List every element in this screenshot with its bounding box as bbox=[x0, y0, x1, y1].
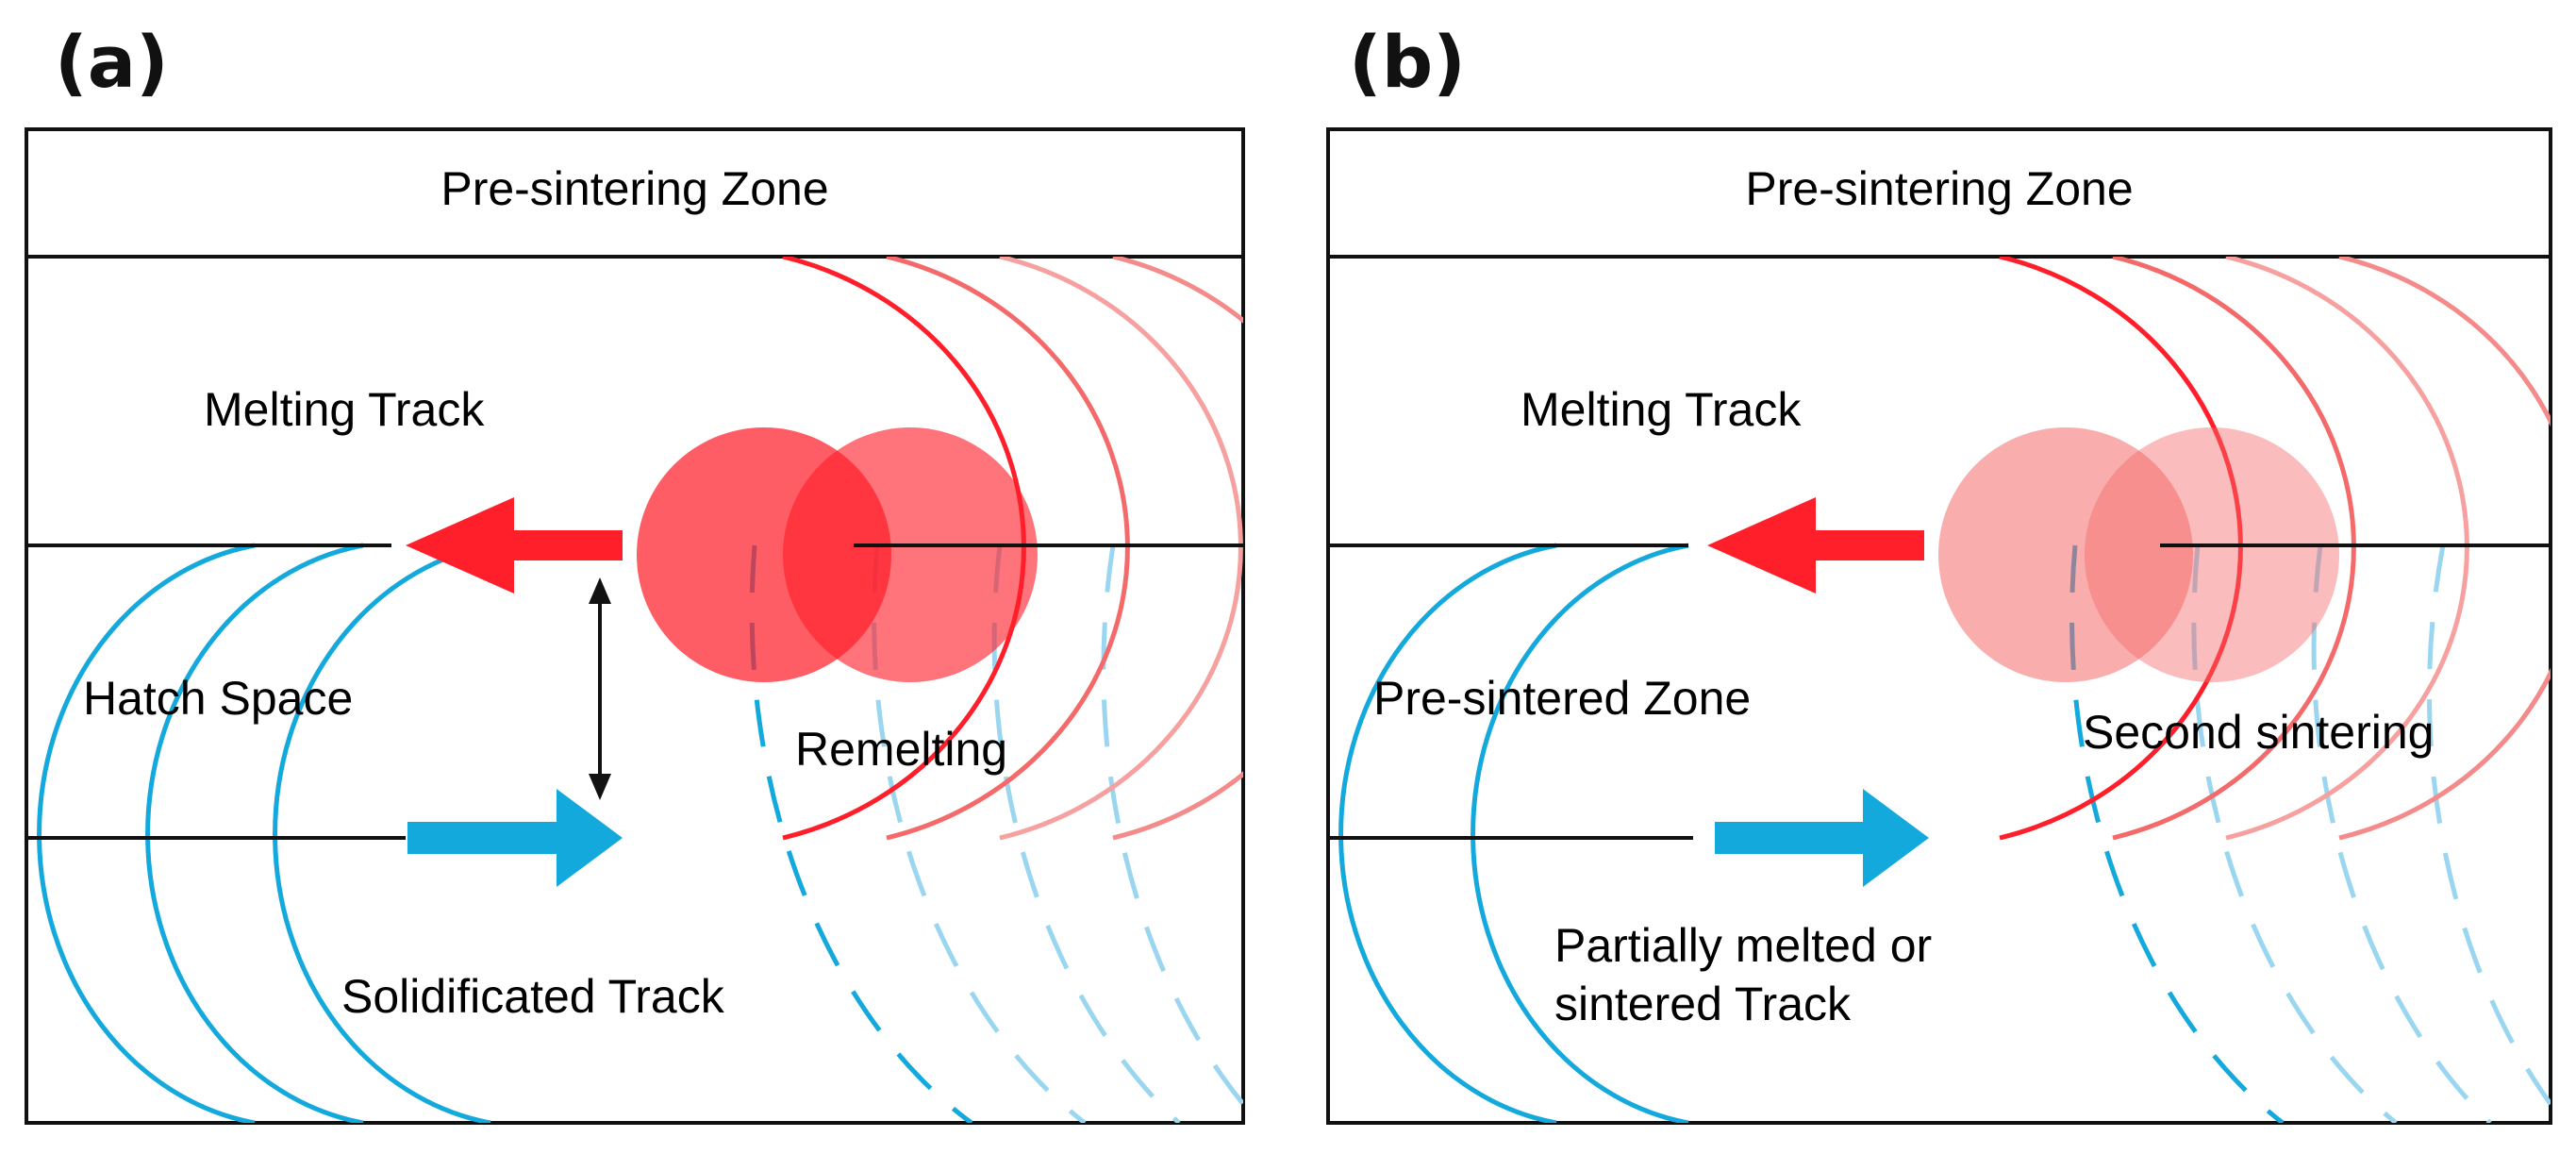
hatch-space-arrow-icon bbox=[589, 577, 611, 800]
scan-direction-arrow-b-icon bbox=[1715, 789, 1929, 887]
panel-b-partial-track-label-2: sintered Track bbox=[1554, 978, 1852, 1030]
laser-spot-current-b bbox=[1938, 427, 2193, 682]
panel-a bbox=[25, 127, 1245, 1125]
panel-b-partial-track-label-1: Partially melted or bbox=[1554, 919, 1933, 972]
scan-direction-arrow-icon bbox=[407, 789, 623, 887]
panel-a-solidified-track-label: Solidificated Track bbox=[341, 970, 724, 1023]
panel-a-letter: (a) bbox=[55, 20, 169, 104]
panel-b bbox=[1326, 127, 2552, 1125]
panel-b-melting-track-label: Melting Track bbox=[1521, 383, 1802, 436]
solidified-track-arcs bbox=[37, 543, 491, 1123]
panel-b-frame bbox=[1326, 127, 2552, 1125]
laser-spot-overlap-b bbox=[2085, 427, 2339, 682]
panel-b-presintered-zone-label: Pre-sintered Zone bbox=[1373, 672, 1752, 725]
panel-a-zone-title: Pre-sintering Zone bbox=[440, 162, 829, 215]
presintered-track-arcs bbox=[1338, 543, 1689, 1123]
panel-a-hatch-space-label: Hatch Space bbox=[83, 672, 354, 725]
panel-a-melting-track-label: Melting Track bbox=[204, 383, 485, 436]
panel-b-second-sintering-label: Second sintering bbox=[2083, 706, 2435, 759]
panel-b-zone-title: Pre-sintering Zone bbox=[1745, 162, 2134, 215]
melt-direction-arrow-icon bbox=[406, 497, 623, 594]
panel-a-frame bbox=[25, 127, 1245, 1125]
laser-spot-overlap bbox=[783, 427, 1038, 682]
panel-a-remelting-label: Remelting bbox=[795, 723, 1008, 776]
panel-b-letter: (b) bbox=[1349, 20, 1466, 104]
melt-direction-arrow-b-icon bbox=[1707, 497, 1924, 594]
